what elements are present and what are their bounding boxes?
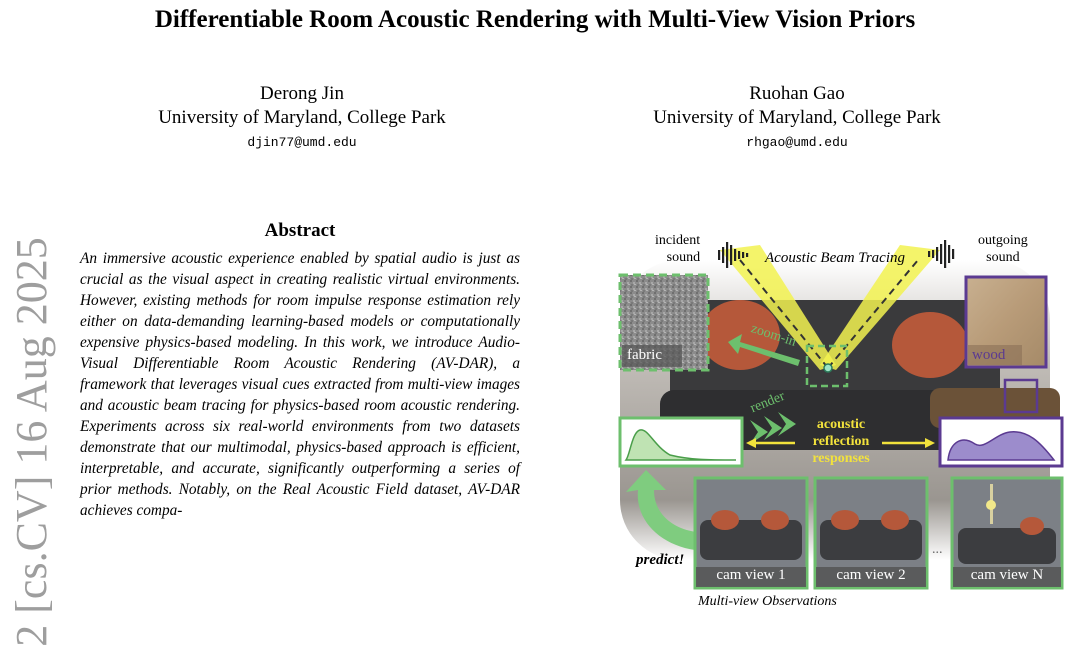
outgoing-label-line1: outgoing (978, 233, 1028, 248)
author-email: djin77@umd.edu (247, 135, 357, 150)
author-affiliation: University of Maryland, College Park (653, 107, 941, 128)
wood-label: wood (972, 347, 1006, 363)
cam-label-bg-n (953, 567, 1061, 587)
green-response-curve (624, 429, 737, 461)
author-1: Derong Jin University of Maryland, Colle… (92, 82, 512, 156)
cam-view-1-label: cam view 1 (716, 567, 786, 583)
reflection-point (823, 363, 833, 373)
outgoing-beam (820, 245, 940, 370)
purple-response-curve (947, 431, 1056, 461)
couch-seat (660, 390, 1010, 450)
outgoing-sound-icon (928, 240, 955, 268)
cam-view-2-label: cam view 2 (836, 567, 906, 583)
right-arrow-head (925, 438, 935, 448)
fabric-label: fabric (627, 347, 662, 363)
predict-arrow (626, 470, 696, 550)
fabric-label-bg (622, 345, 682, 367)
cushion-right (892, 312, 968, 378)
outgoing-sound-label: outgoing sound (978, 232, 1028, 266)
responses-line1: acoustic (816, 417, 866, 432)
responses-line2: reflection (812, 434, 870, 449)
author-2: Ruohan Gao University of Maryland, Colle… (587, 82, 1007, 156)
incident-sound-label: incident sound (655, 232, 700, 266)
author-name: Ruohan Gao (749, 83, 845, 104)
cam-view-n-label: cam view N (970, 567, 1044, 583)
outgoing-label-line2: sound (986, 250, 1020, 265)
paper-title: Differentiable Room Acoustic Rendering w… (154, 6, 916, 33)
ellipsis-label: ... (932, 542, 943, 557)
wood-zoom-box (1003, 378, 1039, 414)
reflection-responses-label: acoustic reflection responses (800, 416, 882, 467)
cam-label-bg-1 (696, 567, 806, 587)
render-arrows (750, 412, 796, 444)
figure-graphics (618, 240, 1064, 590)
incident-sound-icon (718, 242, 749, 268)
abstract-text: An immersive acoustic experience enabled… (80, 250, 520, 519)
observations-label: Multi-view Observations (698, 594, 837, 609)
zoom-in-arrow (728, 334, 800, 366)
teaser-figure: incident sound outgoing sound Acoustic B… (600, 220, 1065, 618)
author-affiliation: University of Maryland, College Park (158, 107, 446, 128)
beam-tracing-label: Acoustic Beam Tracing (765, 250, 905, 266)
responses-line3: responses (812, 451, 870, 466)
incident-label-line2: sound (666, 250, 701, 265)
wood-label-bg (968, 345, 1022, 365)
predict-label: predict! (636, 552, 685, 568)
incident-label-line1: incident (655, 233, 701, 248)
author-email: rhgao@umd.edu (746, 135, 848, 150)
author-name: Derong Jin (260, 83, 344, 104)
abstract-heading: Abstract (264, 220, 336, 241)
cam-label-bg-2 (816, 567, 926, 587)
arxiv-stamp: 2 [cs.CV] 16 Aug 2025 (7, 237, 56, 647)
zoom-box (805, 344, 849, 388)
left-arrow-head (746, 438, 756, 448)
